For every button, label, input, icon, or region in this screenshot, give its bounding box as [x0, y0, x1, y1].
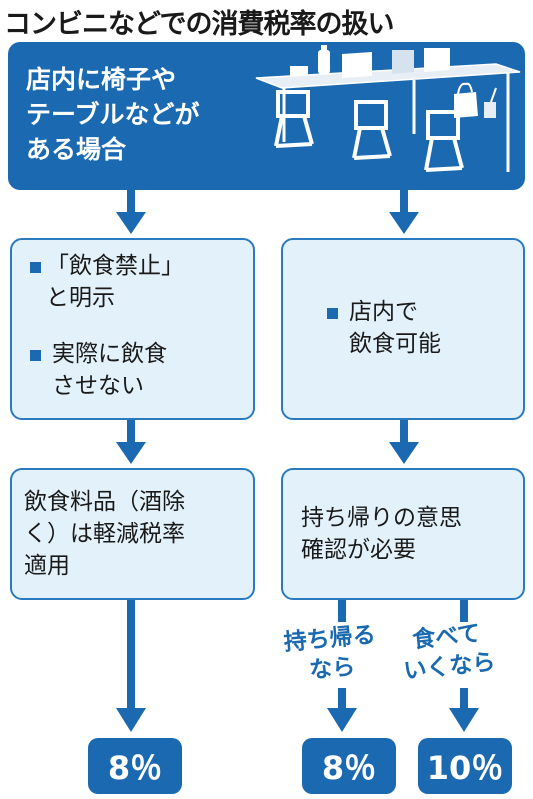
box-line: 飲食料品（酒除: [24, 489, 185, 515]
arrow-head: [116, 442, 146, 464]
arrow-shaft: [127, 420, 135, 444]
intent-check-box: 持ち帰りの意思 確認が必要: [281, 468, 525, 600]
bullet-line: させない: [52, 373, 144, 399]
arrow-shaft: [127, 600, 135, 710]
chair-shape: [274, 90, 314, 148]
arrow-shaft: [460, 688, 468, 710]
arrow-head: [116, 212, 146, 234]
condition-line: ある場合: [26, 135, 127, 164]
arrow-shaft: [338, 688, 346, 710]
box-text: 持ち帰りの意思 確認が必要: [301, 502, 462, 566]
chair-shape: [352, 100, 392, 160]
bullet-line: 「飲食禁止」: [46, 253, 184, 279]
bullet-square: [30, 262, 41, 273]
bullet-line: 飲食可能: [349, 331, 441, 357]
takeout-label: 持ち帰る なら: [283, 620, 380, 688]
box-line: 確認が必要: [301, 537, 416, 563]
bullet-text: 実際に飲食 させない: [52, 338, 167, 402]
bullet-line: 実際に飲食: [52, 341, 167, 367]
rate-badge-eat-in: 10％: [418, 738, 512, 794]
arrow-head: [389, 442, 419, 464]
eating-allowed-box: 店内で 飲食可能: [281, 238, 525, 420]
box-line: く）は軽減税率: [24, 521, 185, 547]
eat-in-label: 食べて いくなら: [399, 617, 497, 686]
box-line: 適用: [24, 553, 70, 579]
table-top-shape: [255, 63, 521, 89]
condition-text: 店内に椅子や テーブルなどが ある場合: [26, 62, 200, 167]
reduced-rate-box: 飲食料品（酒除 く）は軽減税率 適用: [10, 468, 255, 600]
arrow-head: [449, 708, 479, 732]
arrow-shaft: [400, 190, 408, 214]
arrow-shaft: [400, 420, 408, 444]
bullet-line: 店内で: [349, 299, 418, 325]
bullet-text: 店内で 飲食可能: [349, 296, 441, 360]
arrow-shaft: [338, 600, 346, 622]
arrow-head: [389, 212, 419, 234]
bottle-icon: [318, 45, 330, 74]
arrow-shaft: [127, 190, 135, 214]
small-box-shape: [290, 66, 308, 76]
no-eating-box: 「飲食禁止」 と明示 実際に飲食 させない: [10, 238, 255, 420]
bullet-text: 「飲食禁止」 と明示: [46, 250, 184, 314]
bullet-square: [327, 308, 338, 319]
chair-shape: [424, 110, 464, 172]
condition-line: 店内に椅子や: [26, 65, 177, 94]
box-text: 飲食料品（酒除 く）は軽減税率 適用: [24, 486, 185, 582]
condition-line: テーブルなどが: [26, 100, 200, 129]
rate-badge-takeout: 8％: [302, 738, 396, 794]
condition-box: 店内に椅子や テーブルなどが ある場合: [8, 42, 525, 190]
box-line: 持ち帰りの意思: [301, 505, 462, 531]
cup-icon: [484, 87, 497, 118]
bullet-square: [30, 350, 41, 361]
arrow-shaft: [460, 600, 468, 622]
table-chairs-illustration: [255, 45, 521, 172]
page-title: コンビニなどでの消費税率の扱い: [4, 9, 394, 40]
laptop-icon: [342, 48, 450, 78]
bullet-line: と明示: [46, 285, 115, 311]
arrow-head: [327, 708, 357, 732]
arrow-head: [116, 708, 146, 732]
rate-badge-reduced: 8％: [88, 738, 182, 794]
